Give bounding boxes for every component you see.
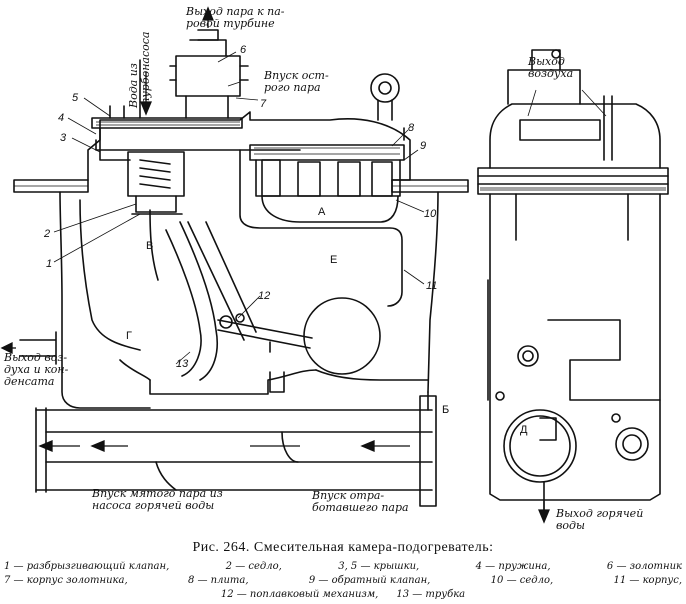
legend-item: 8 — плита, bbox=[187, 575, 249, 586]
legend-item: 6 — золотник bbox=[606, 561, 682, 572]
label-exhaust-steam-pump: Впуск мятого пара из насоса горячей воды bbox=[92, 487, 223, 512]
legend-line-2: 7 — корпус золотника, 8 — плита, 9 — обр… bbox=[4, 574, 682, 587]
side-porthole-right bbox=[615, 427, 649, 461]
part-number-8: 8 bbox=[408, 122, 415, 134]
legend-item: 7 — корпус золотника, bbox=[4, 575, 128, 586]
legend-item: 10 — седло, bbox=[490, 575, 554, 586]
legend-item: 1 — разбрызгивающий клапан, bbox=[4, 561, 170, 572]
label-water-from-turbopump: Вода из турбонасоса bbox=[127, 31, 152, 109]
part-number-13: 13 bbox=[176, 358, 189, 370]
float-ball bbox=[303, 297, 381, 375]
part-number-9: 9 bbox=[420, 140, 427, 152]
zone-letter-e: Е bbox=[330, 254, 338, 266]
part-number-6: 6 bbox=[240, 44, 247, 56]
label-air-condensate-out: Выход воз- духа и кон- денсата bbox=[4, 351, 69, 388]
part-number-10: 10 bbox=[424, 208, 437, 220]
zone-letter-v: В bbox=[146, 240, 154, 252]
legend-line-1: 1 — разбрызгивающий клапан, 2 — седло, 3… bbox=[4, 560, 682, 573]
zone-letter-g: Г bbox=[126, 330, 132, 342]
label-steam-out-turbine: Выход пара к па- ровой турбине bbox=[186, 5, 285, 30]
part-number-4: 4 bbox=[58, 112, 65, 124]
eyebolt-ring bbox=[370, 73, 400, 103]
legend-item: 3, 5 — крышки, bbox=[338, 561, 420, 572]
part-number-2: 2 bbox=[44, 228, 51, 240]
figure-caption-title: Рис. 264. Смесительная камера-подогреват… bbox=[192, 540, 494, 555]
body-section bbox=[13, 29, 469, 507]
label-exhaust-steam-spent: Впуск отра- ботавшего пара bbox=[312, 489, 409, 514]
legend-item: 11 — корпус, bbox=[613, 575, 683, 586]
legend-item: 9 — обратный клапан, bbox=[308, 575, 431, 586]
legend-line-3: 12 — поплавковый механизм, 13 — трубка bbox=[4, 588, 682, 601]
zone-letter-a: А bbox=[318, 206, 326, 218]
part-number-1: 1 bbox=[46, 258, 53, 270]
part-number-11: 11 bbox=[426, 280, 438, 292]
part-number-5: 5 bbox=[72, 92, 79, 104]
part-number-12: 12 bbox=[258, 290, 271, 302]
legend-item: 12 — поплавковый механизм, bbox=[220, 589, 379, 600]
legend-item: 2 — седло, bbox=[225, 561, 282, 572]
label-hot-water-out: Выход горячей воды bbox=[556, 507, 644, 532]
part-number-3: 3 bbox=[60, 132, 67, 144]
legend-item: 13 — трубка bbox=[396, 589, 466, 600]
label-live-steam-in: Впуск ост- рого пара bbox=[264, 69, 329, 94]
side-porthole-small bbox=[517, 345, 539, 367]
side-view bbox=[477, 49, 669, 511]
part-number-7: 7 bbox=[260, 98, 267, 110]
label-air-out-top: Выход воздуха bbox=[528, 55, 574, 80]
legend-item: 4 — пружина, bbox=[475, 561, 551, 572]
side-porthole-large bbox=[503, 409, 577, 483]
zone-letter-b: Б bbox=[442, 404, 450, 416]
zone-letter-d: Д bbox=[520, 424, 528, 436]
